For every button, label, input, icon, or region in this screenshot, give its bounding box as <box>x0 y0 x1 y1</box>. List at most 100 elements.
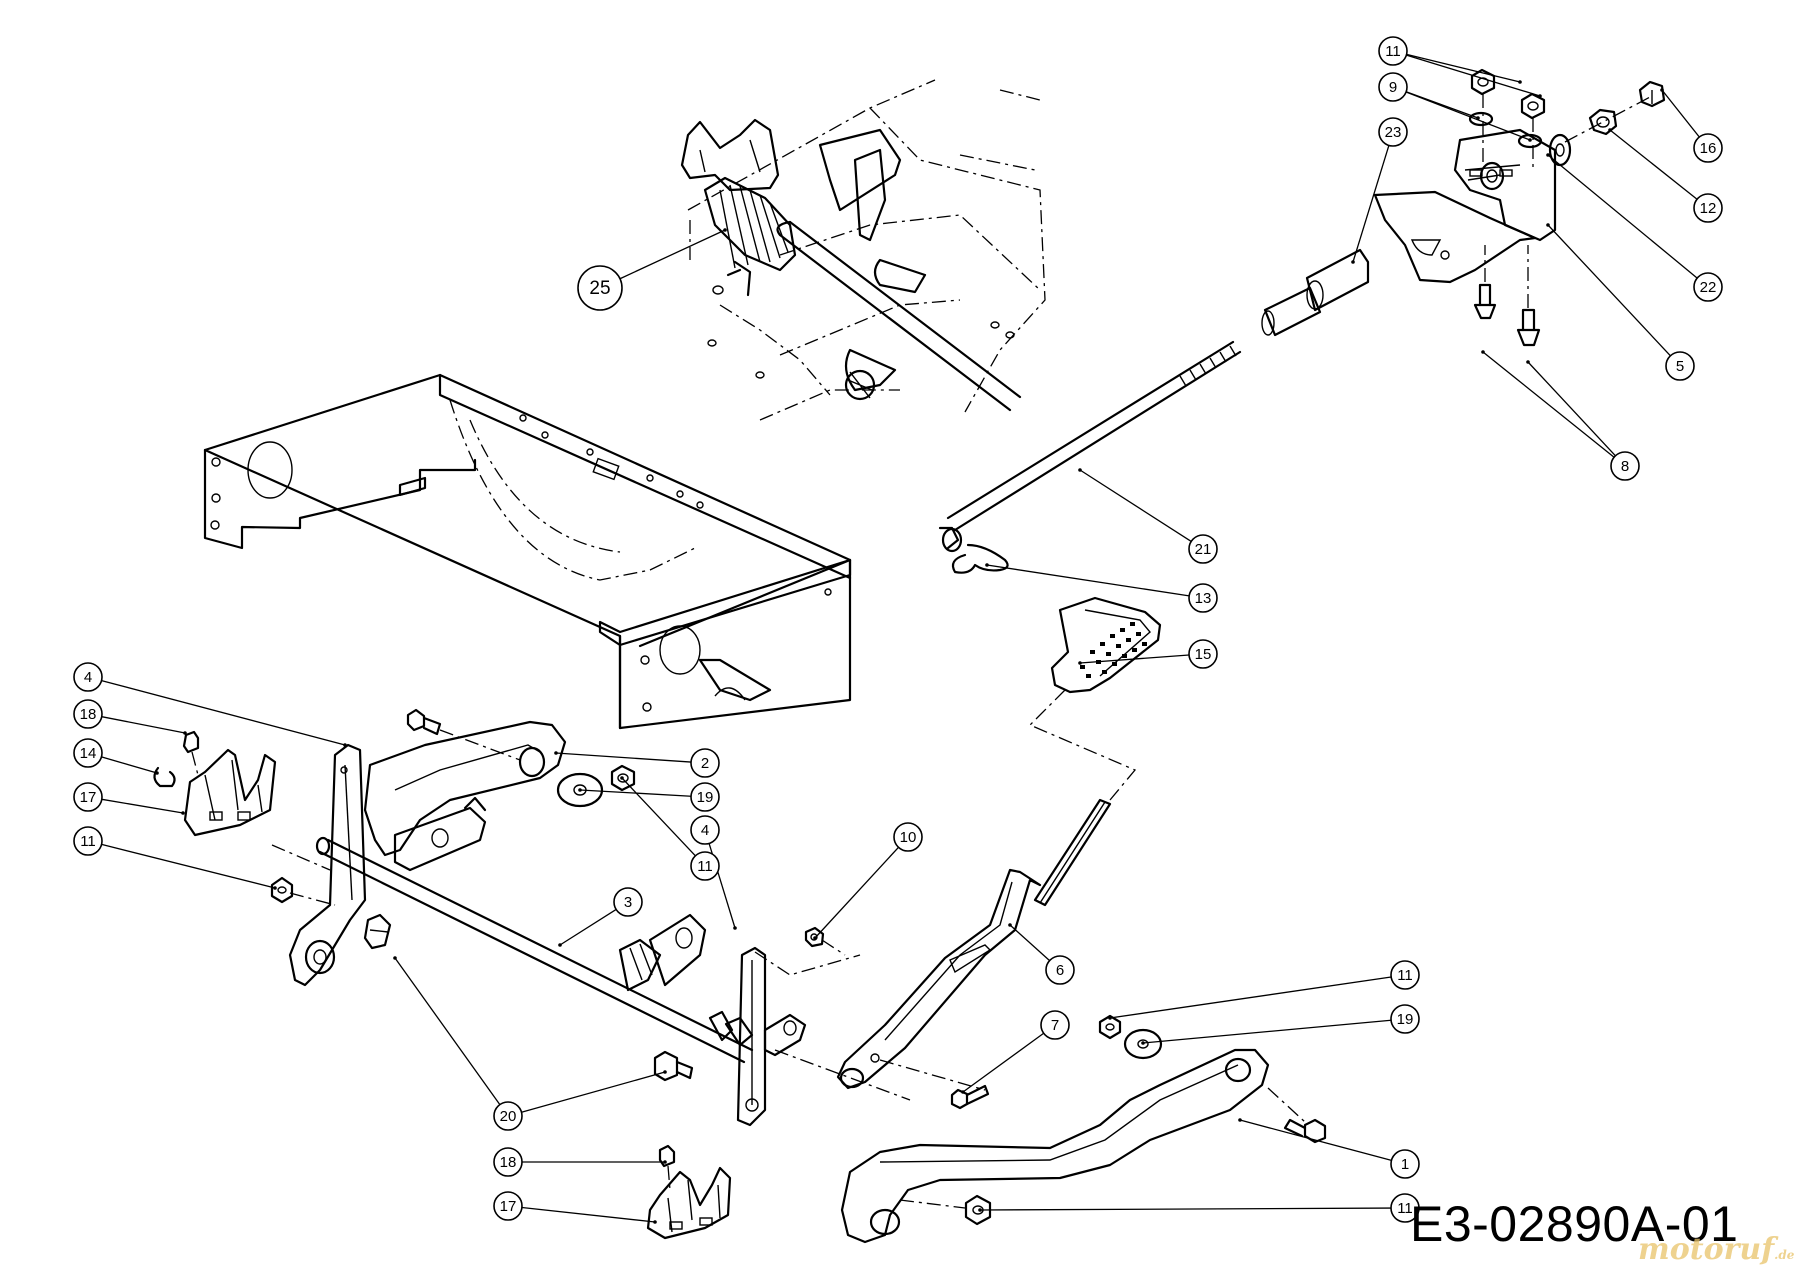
callout-leader <box>1406 54 1541 97</box>
callout-number: 11 <box>1397 1200 1413 1217</box>
callout-balloon <box>1040 1010 1070 1040</box>
drawing-code: E3-02890A-01 <box>1410 1196 1739 1252</box>
callout-8: 8 <box>1481 350 1640 481</box>
callout-leader-tip <box>985 563 989 567</box>
callout-leader-tip <box>393 956 397 960</box>
callout-number: 2 <box>701 755 709 772</box>
callout-number: 9 <box>1389 79 1397 96</box>
frame-cross-member <box>203 373 852 730</box>
callout-11: 11 <box>1108 960 1420 1020</box>
callout-balloon <box>1045 955 1075 985</box>
callout-number: 10 <box>900 829 917 846</box>
callout-balloon <box>1610 451 1640 481</box>
callout-number: 11 <box>697 858 713 875</box>
callout-leader <box>101 843 276 889</box>
callout-12: 12 <box>1608 128 1723 223</box>
watermark-logo: motoruf.de <box>1638 1232 1794 1267</box>
callout-leader <box>1405 91 1531 141</box>
callout-22: 22 <box>1546 153 1723 302</box>
callout-balloon <box>493 1147 523 1177</box>
callout-balloon <box>493 1101 523 1131</box>
callout-balloon <box>73 662 103 692</box>
frame-detail-spring-assembly <box>680 79 1046 421</box>
callout-balloon <box>1693 193 1723 223</box>
callout-number: 17 <box>80 789 97 806</box>
callout-leader-tip <box>273 886 277 890</box>
callout-leader-tip <box>1660 88 1664 92</box>
callout-leader <box>1109 976 1392 1019</box>
callout-leader-tip <box>813 936 817 940</box>
callout-number: 22 <box>1700 279 1717 296</box>
callout-11: 11 <box>1378 36 1542 98</box>
callout-balloon <box>1693 272 1723 302</box>
callout-5: 5 <box>1546 223 1695 381</box>
callout-leader-tip <box>1518 80 1522 84</box>
callout-leader-tip <box>1008 923 1012 927</box>
callout-balloon <box>1188 639 1218 669</box>
callout-number: 18 <box>80 706 97 723</box>
callout-balloon <box>73 782 103 812</box>
callout-number: 11 <box>1397 967 1413 984</box>
callout-balloon <box>1378 36 1408 66</box>
callout-leader-tip <box>978 1208 982 1212</box>
callout-leader-tip <box>1526 360 1530 364</box>
callout-number: 17 <box>500 1198 517 1215</box>
callout-leader-tip <box>1108 1016 1112 1020</box>
callout-balloon <box>1188 534 1218 564</box>
callout-18: 18 <box>493 1147 667 1177</box>
callout-18: 18 <box>73 699 187 735</box>
callout-10: 10 <box>813 822 923 940</box>
callout-number: 4 <box>701 822 709 839</box>
callout-leader <box>1661 89 1700 138</box>
callout-leader <box>1142 1019 1392 1044</box>
left-brackets <box>153 730 336 906</box>
callout-11: 11 <box>978 1193 1420 1223</box>
callout-balloon <box>577 265 623 311</box>
watermark-name: motoruf <box>1638 1232 1775 1267</box>
callout-leader-tip <box>578 788 582 792</box>
callout-leader <box>101 756 158 774</box>
callout-balloon <box>1378 117 1408 147</box>
callout-leader-tip <box>343 743 347 747</box>
callout-balloon <box>493 1191 523 1221</box>
callout-leader <box>1079 469 1192 542</box>
callout-leader-tip <box>1481 350 1485 354</box>
callout-23: 23 <box>1351 117 1408 264</box>
callout-leader <box>1239 1119 1392 1162</box>
callout-leader-tip <box>554 751 558 755</box>
callout-leader <box>619 229 726 280</box>
callout-13: 13 <box>985 563 1218 613</box>
callout-leader <box>1609 129 1698 200</box>
callout-leader <box>559 908 617 946</box>
callout-leader <box>1079 654 1190 664</box>
callout-leader-tip <box>1608 128 1612 132</box>
callout-15: 15 <box>1078 639 1218 669</box>
callout-leader-tip <box>653 1220 657 1224</box>
callout-balloon <box>1390 1004 1420 1034</box>
callout-number: 3 <box>624 894 632 911</box>
callout-19: 19 <box>578 782 720 812</box>
callout-balloon <box>690 851 720 881</box>
callout-leader-tip <box>183 731 187 735</box>
callout-leader <box>814 846 899 939</box>
callout-leader-tip <box>663 1160 667 1164</box>
callout-leader-tip <box>181 811 185 815</box>
callout-number: 8 <box>1621 458 1629 475</box>
callout-11: 11 <box>620 776 720 881</box>
callout-number: 14 <box>80 745 97 762</box>
callout-20: 20 <box>393 956 667 1131</box>
callout-leader <box>1547 154 1698 279</box>
callout-number: 23 <box>1385 124 1402 141</box>
callout-number: 11 <box>80 833 96 850</box>
callout-leader-tip <box>1538 94 1542 98</box>
callout-number: 25 <box>589 278 610 299</box>
callout-21: 21 <box>1078 468 1218 564</box>
callout-balloon <box>1378 72 1408 102</box>
callout-leader-tip <box>1546 223 1550 227</box>
callout-leader-tip <box>1141 1041 1145 1045</box>
callout-leader <box>1352 145 1390 263</box>
callout-balloon <box>73 699 103 729</box>
callout-4: 4 <box>73 662 347 747</box>
callout-balloon <box>690 748 720 778</box>
